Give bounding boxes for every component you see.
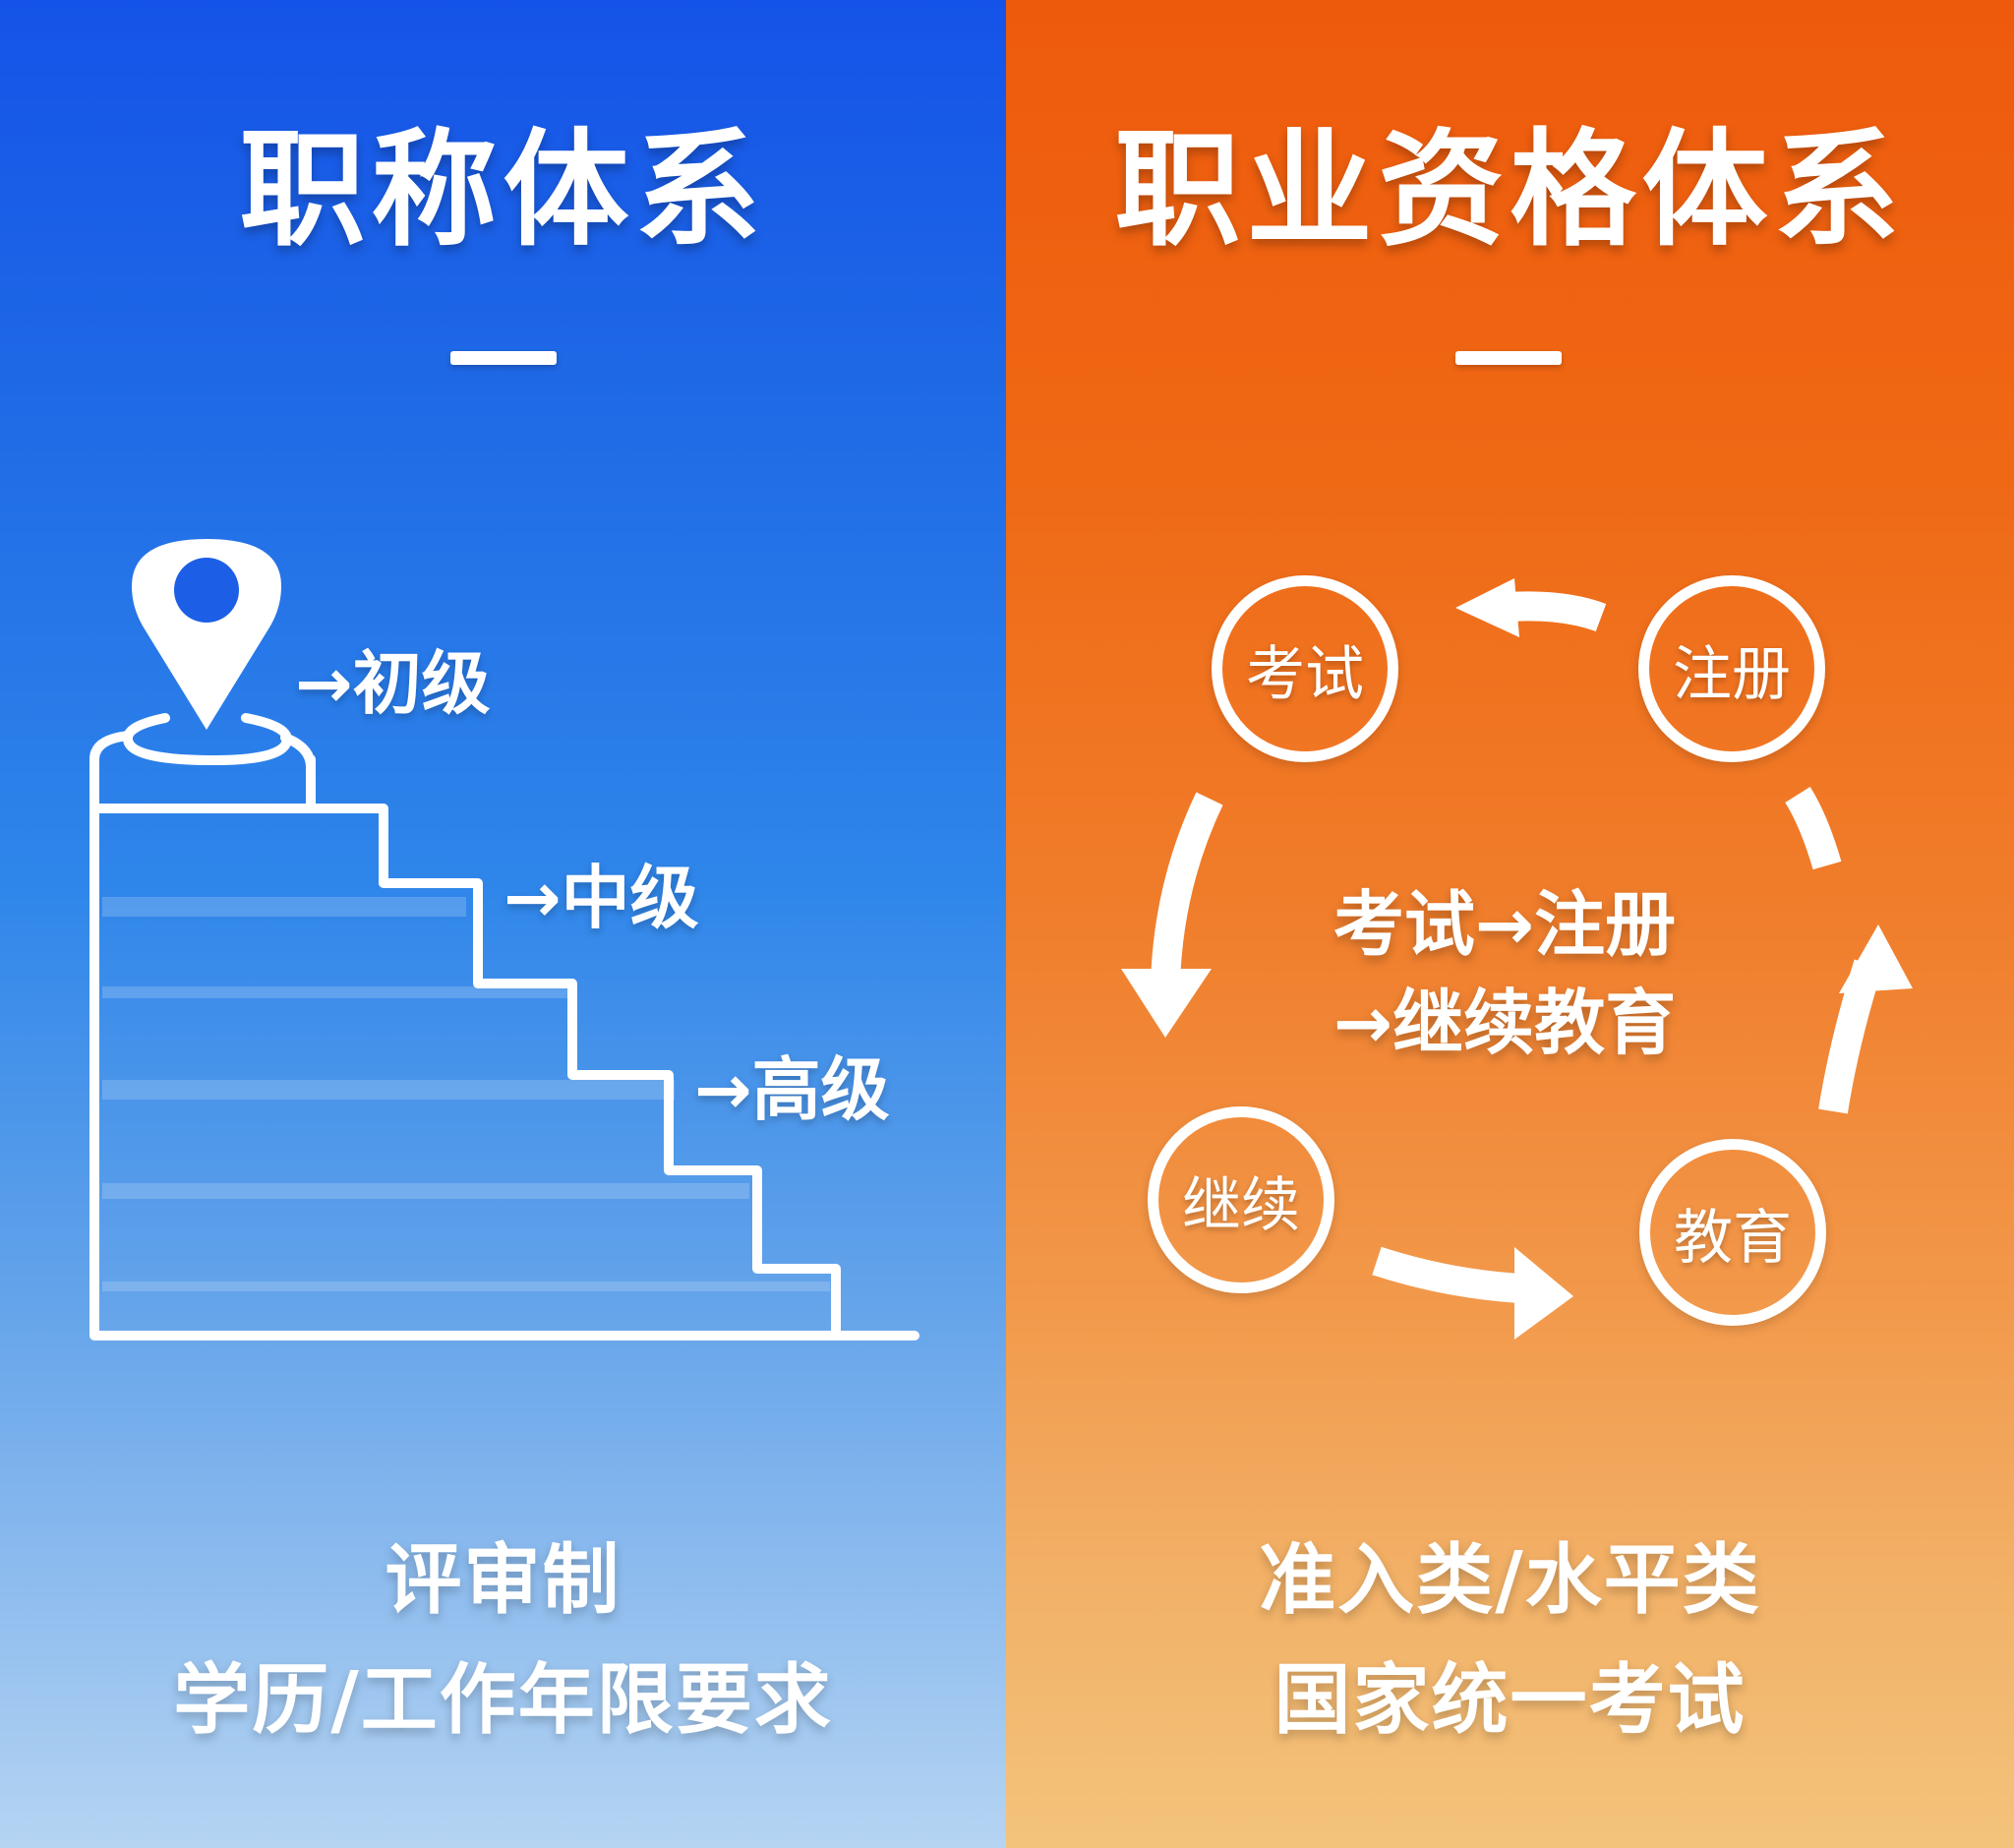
arrow-head-right	[1514, 1247, 1573, 1340]
right-bottom-line1: 准入类/水平类	[1259, 1536, 1761, 1625]
right-panel-title: 职业资格体系	[1114, 117, 1906, 264]
cycle-center-line1: 考试→注册	[1333, 883, 1677, 966]
left-panel-title: 职称体系	[239, 117, 767, 264]
map-pin-icon	[132, 539, 281, 730]
cycle-node-exam: 考试	[1212, 575, 1398, 762]
cycle-center-line2: →继续教育	[1333, 982, 1677, 1064]
cycle-node-education: 教育	[1639, 1139, 1826, 1326]
right-bottom-line2: 国家统一考试	[1274, 1656, 1747, 1745]
staircase-diagram	[89, 539, 919, 1341]
cycle-node-continue: 继续	[1148, 1106, 1334, 1293]
arrow-head-down	[1121, 969, 1212, 1038]
arrow-head-left	[1455, 578, 1519, 637]
left-panel-professional-title: 职称体系 →初级 →中级 →高级 评审制 学历/工作年限要求	[0, 0, 1006, 1848]
level-label-intermediate: →中级	[504, 858, 699, 938]
cycle-center-text: 考试→注册 →继续教育	[1269, 875, 1741, 1072]
left-title-divider	[450, 351, 557, 365]
level-label-senior: →高级	[694, 1049, 890, 1130]
cycle-node-register: 注册	[1638, 575, 1825, 762]
arrow-head-up	[1839, 924, 1913, 993]
level-label-junior: →初级	[295, 643, 491, 724]
staircase-outline	[89, 731, 919, 1341]
right-title-divider	[1455, 351, 1562, 365]
left-bottom-line2: 学历/工作年限要求	[173, 1656, 833, 1745]
left-bottom-line1: 评审制	[385, 1536, 622, 1625]
